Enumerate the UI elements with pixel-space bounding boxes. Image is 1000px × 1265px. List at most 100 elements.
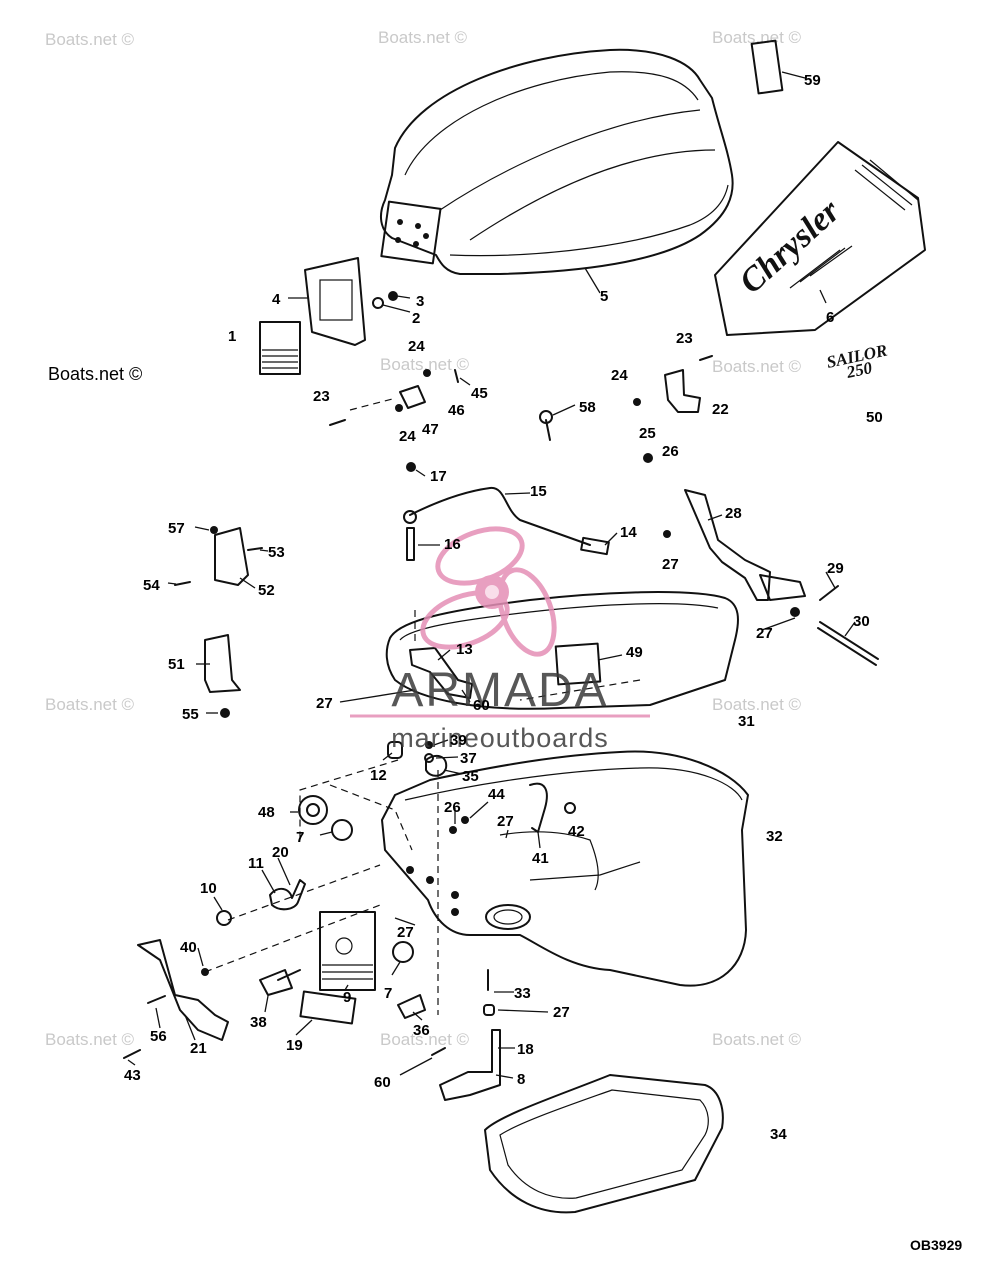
latch-part-13 (409, 647, 473, 699)
callout-label: 37 (460, 750, 477, 767)
bushing-part-12 (387, 741, 403, 759)
site-watermark: Boats.net © (45, 695, 135, 714)
callout-label: 45 (471, 385, 488, 402)
callout-label: 27 (662, 556, 679, 573)
callout-labels: 1 2 3 4 5 6 7 7 8 9 10 11 12 13 14 15 16… (124, 72, 883, 1143)
callout-label: 21 (190, 1040, 207, 1057)
callout-label: 24 (408, 338, 425, 355)
callout-label: 41 (532, 850, 549, 867)
screw-part-54 (174, 581, 191, 586)
top-cowl-part (379, 48, 734, 275)
callout-label: 35 (462, 768, 479, 785)
callout-label: 53 (268, 544, 285, 561)
armada-watermark: ARMADA marineoutboards (350, 526, 650, 753)
callout-label: 6 (826, 309, 834, 326)
callout-label: 39 (450, 732, 467, 749)
name-decal-text: Chrysler (733, 192, 848, 301)
callout-label: 40 (180, 939, 197, 956)
callout-label: 24 (399, 428, 416, 445)
decal-part-1 (259, 321, 301, 375)
callout-label: 33 (514, 985, 531, 1002)
callout-label: 3 (416, 293, 424, 310)
callout-label: 47 (422, 421, 439, 438)
bracket-part-22 (664, 369, 701, 413)
gasket-part-34 (484, 1074, 724, 1214)
plate-part-46 (399, 385, 426, 409)
callout-label: 38 (250, 1014, 267, 1031)
callout-label: 56 (150, 1028, 167, 1045)
site-watermarks: Boats.net © Boats.net © Boats.net © Boat… (45, 28, 802, 1049)
callout-label: 30 (853, 613, 870, 630)
bushing-part-7 (331, 819, 353, 841)
callout-label: 20 (272, 844, 289, 861)
site-watermark: Boats.net © (380, 355, 470, 374)
clip-part-41 (529, 782, 548, 833)
callout-label: 7 (296, 829, 304, 846)
callout-label: 15 (530, 483, 547, 500)
clip-part-35 (425, 754, 448, 777)
washer-part-10 (216, 910, 232, 926)
callout-label: 19 (286, 1037, 303, 1054)
callout-label: 1 (228, 328, 236, 345)
bracket-parts (204, 369, 806, 699)
screw-part-43 (123, 1049, 141, 1059)
callout-label: 60 (473, 697, 490, 714)
callout-label: 46 (448, 402, 465, 419)
spring-part-60 (431, 1047, 446, 1056)
site-watermark: Boats.net © (378, 28, 468, 47)
callout-label: 55 (182, 706, 199, 723)
link-rod-part-15 (409, 486, 591, 546)
callout-label: 23 (676, 330, 693, 347)
washer-part-37 (424, 753, 434, 763)
nut-part-42 (564, 802, 576, 814)
cover-plate-part-4 (304, 257, 366, 346)
callout-label: 48 (258, 804, 275, 821)
callout-label: 36 (413, 1022, 430, 1039)
screw-part-56 (147, 995, 166, 1004)
brand-tagline: marineoutboards (391, 723, 609, 753)
small-parts (123, 355, 800, 1101)
nut-part-24c (633, 398, 641, 406)
callout-label: 32 (766, 828, 783, 845)
nut-part-24b (395, 404, 403, 412)
washer-part-2 (372, 297, 384, 309)
site-watermark: Boats.net © (712, 28, 802, 47)
nut-part-26 (449, 826, 457, 834)
callout-label: 4 (272, 291, 281, 308)
callout-label: 44 (488, 786, 505, 803)
callout-label: 26 (444, 799, 461, 816)
callout-label: 22 (712, 401, 729, 418)
callout-label: 17 (430, 468, 447, 485)
callout-label: 34 (770, 1126, 787, 1143)
rod-parts (277, 486, 879, 981)
spring-pin-part-29 (819, 585, 839, 601)
lower-pan-part-32 (381, 750, 749, 987)
site-watermark: Boats.net © (380, 1030, 470, 1049)
callout-label: 57 (168, 520, 185, 537)
callout-label: 27 (553, 1004, 570, 1021)
bushing-part-27a (483, 1004, 495, 1016)
nut-part-44 (461, 816, 469, 824)
callout-label: 7 (384, 985, 392, 1002)
site-watermark: Boats.net © (712, 695, 802, 714)
site-watermark: Boats.net © (712, 1030, 802, 1049)
callout-label: 8 (517, 1071, 525, 1088)
screw-part-53 (247, 547, 263, 551)
front-cover-parts (259, 257, 398, 375)
callout-label: 28 (725, 505, 742, 522)
callout-label: 27 (316, 695, 333, 712)
leader-lines (127, 71, 856, 1079)
callout-label: 24 (611, 367, 628, 384)
callout-label: 26 (662, 443, 679, 460)
nut-part-25 (643, 453, 653, 463)
callout-label: 29 (827, 560, 844, 577)
callout-label: 13 (456, 641, 473, 658)
nut-part-55 (220, 708, 230, 718)
pin-part-16 (406, 527, 415, 561)
callout-label: 5 (600, 288, 608, 305)
callout-label: 31 (738, 713, 755, 730)
bracket-part-51 (204, 634, 241, 693)
decal-part-9 (319, 911, 376, 991)
brand-name: ARMADA (391, 664, 608, 717)
